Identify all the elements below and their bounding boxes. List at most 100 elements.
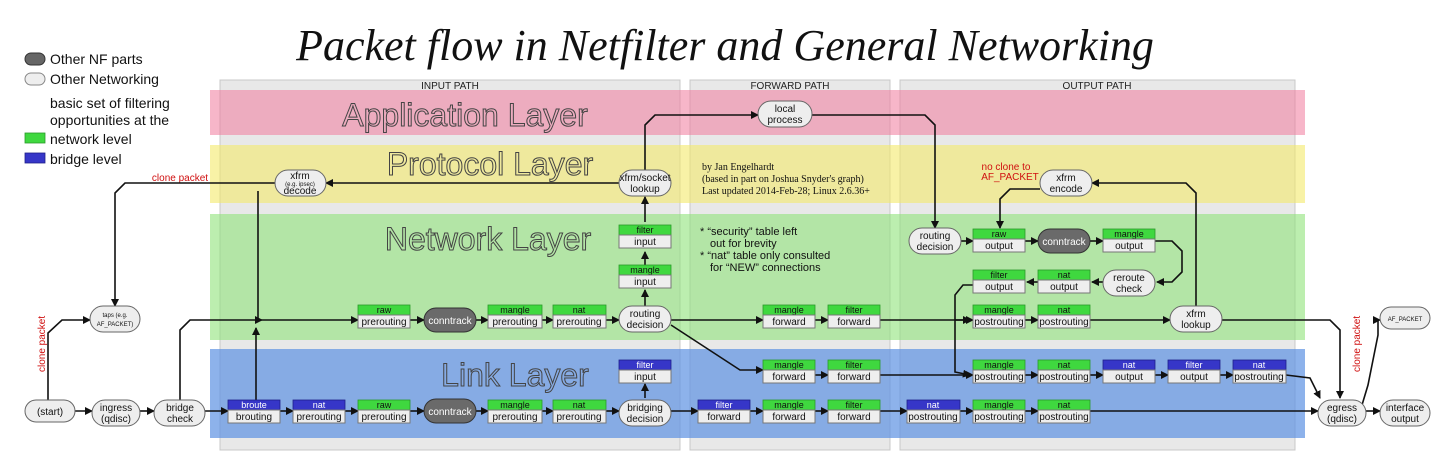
hook-filter-forward-net: filter forward xyxy=(827,304,881,329)
link-layer-label: Link Layer xyxy=(441,357,589,393)
hook-nat-postrouting-bridge: nat postrouting xyxy=(1232,359,1287,384)
svg-text:conntrack: conntrack xyxy=(1042,237,1086,248)
hook-mangle-prerouting-net: mangle prerouting xyxy=(487,304,543,329)
svg-text:prerouting: prerouting xyxy=(492,412,537,423)
svg-text:conntrack: conntrack xyxy=(428,407,472,418)
hook-filter-output: filter output xyxy=(972,269,1026,294)
legend-other-net: Other Networking xyxy=(50,71,159,87)
svg-text:check: check xyxy=(1116,284,1143,295)
svg-text:local: local xyxy=(775,104,796,115)
svg-text:nat: nat xyxy=(1058,270,1071,280)
svg-text:mangle: mangle xyxy=(1114,229,1144,239)
svg-text:broute: broute xyxy=(241,400,267,410)
svg-text:check: check xyxy=(167,414,194,425)
hook-nat-prerouting-bridge: nat prerouting xyxy=(292,399,346,424)
svg-text:interface: interface xyxy=(1386,403,1425,414)
svg-text:raw: raw xyxy=(377,400,392,410)
svg-text:brouting: brouting xyxy=(236,412,272,423)
svg-text:filter: filter xyxy=(845,400,862,410)
legend-basic-line1: basic set of filtering xyxy=(50,95,170,111)
svg-text:ingress: ingress xyxy=(100,403,132,414)
conntrack-output: conntrack xyxy=(1037,228,1091,254)
svg-text:process: process xyxy=(767,115,802,126)
output-path-header: OUTPUT PATH xyxy=(1063,81,1132,92)
hook-mangle-postrouting-mid: mangle postrouting xyxy=(972,359,1026,384)
node-routing-decision-output: routing decision xyxy=(908,227,962,255)
svg-text:taps (e.g.: taps (e.g. xyxy=(102,313,127,319)
svg-text:encode: encode xyxy=(1050,184,1083,195)
svg-text:filter: filter xyxy=(636,225,653,235)
svg-text:lookup: lookup xyxy=(1181,320,1211,331)
svg-text:mangle: mangle xyxy=(984,360,1014,370)
svg-text:input: input xyxy=(634,277,656,288)
svg-text:routing: routing xyxy=(630,309,661,320)
svg-text:mangle: mangle xyxy=(984,305,1014,315)
svg-text:postrouting: postrouting xyxy=(1234,372,1283,383)
hook-nat-output: nat output xyxy=(1037,269,1091,294)
note-line3: * “nat” table only consulted xyxy=(700,250,830,262)
svg-text:filter: filter xyxy=(1185,360,1202,370)
hook-filter-input-bridge: filter input xyxy=(618,359,672,384)
hook-nat-postrouting-bridge-low: nat postrouting xyxy=(906,399,961,424)
svg-text:decode: decode xyxy=(284,186,317,197)
hook-mangle-forward-link: mangle forward xyxy=(762,399,816,424)
svg-text:routing: routing xyxy=(920,231,951,242)
svg-text:nat: nat xyxy=(1058,305,1071,315)
svg-text:conntrack: conntrack xyxy=(428,316,472,327)
svg-text:nat: nat xyxy=(1123,360,1136,370)
svg-text:output: output xyxy=(1115,372,1143,383)
svg-text:nat: nat xyxy=(1058,400,1071,410)
svg-text:xfrm/socket: xfrm/socket xyxy=(619,173,670,184)
svg-text:postrouting: postrouting xyxy=(974,317,1023,328)
node-egress: egress (qdisc) xyxy=(1317,399,1367,427)
hook-filter-forward-link: filter forward xyxy=(827,399,881,424)
svg-text:decision: decision xyxy=(917,242,954,253)
application-layer-label: Application Layer xyxy=(342,97,588,133)
node-bridging-decision: bridging decision xyxy=(618,399,672,427)
input-path-header: INPUT PATH xyxy=(421,81,479,92)
svg-text:nat: nat xyxy=(1253,360,1266,370)
svg-text:mangle: mangle xyxy=(500,400,530,410)
svg-text:output: output xyxy=(1050,282,1078,293)
svg-text:prerouting: prerouting xyxy=(556,317,601,328)
svg-text:egress: egress xyxy=(1327,403,1357,414)
legend-bridge-level: bridge level xyxy=(50,151,122,167)
svg-text:raw: raw xyxy=(992,229,1007,239)
hook-nat-postrouting-link: nat postrouting xyxy=(1037,399,1091,424)
svg-text:mangle: mangle xyxy=(774,305,804,315)
svg-text:mangle: mangle xyxy=(984,400,1014,410)
svg-text:xfrm: xfrm xyxy=(1056,173,1075,184)
node-interface-output: interface output xyxy=(1379,399,1431,427)
legend-network-swatch xyxy=(24,132,46,144)
svg-text:postrouting: postrouting xyxy=(974,372,1023,383)
hook-raw-output: raw output xyxy=(972,228,1026,253)
svg-text:forward: forward xyxy=(707,412,740,423)
svg-text:filter: filter xyxy=(715,400,732,410)
network-layer-label: Network Layer xyxy=(385,221,592,257)
hook-raw-prerouting-net: raw prerouting xyxy=(357,304,411,329)
node-xfrm-lookup-output: xfrm lookup xyxy=(1169,305,1223,333)
node-taps: taps (e.g. AF_PACKET) xyxy=(89,305,141,333)
forward-path-header: FORWARD PATH xyxy=(750,81,829,92)
hook-nat-output-bridge: nat output xyxy=(1102,359,1156,384)
credit-line1: by Jan Engelhardt xyxy=(702,162,774,173)
svg-text:forward: forward xyxy=(772,372,805,383)
hook-mangle-forward-mid: mangle forward xyxy=(762,359,816,384)
svg-text:nat: nat xyxy=(313,400,326,410)
legend-other-nf-swatch xyxy=(24,52,46,66)
hook-mangle-forward-net: mangle forward xyxy=(762,304,816,329)
svg-text:postrouting: postrouting xyxy=(1039,317,1088,328)
node-xfrm-socket-lookup: xfrm/socket lookup xyxy=(618,169,672,197)
hook-mangle-output: mangle output xyxy=(1102,228,1156,253)
node-ingress: ingress (qdisc) xyxy=(91,399,141,427)
legend-network-level: network level xyxy=(50,131,132,147)
hook-raw-prerouting-link: raw prerouting xyxy=(357,399,411,424)
svg-text:mangle: mangle xyxy=(774,360,804,370)
hook-nat-postrouting-mid: nat postrouting xyxy=(1037,359,1091,384)
svg-text:decision: decision xyxy=(627,320,664,331)
flow-lines xyxy=(47,111,1381,415)
svg-text:filter: filter xyxy=(845,360,862,370)
no-clone-line1: no clone to xyxy=(982,162,1031,173)
svg-text:mangle: mangle xyxy=(500,305,530,315)
